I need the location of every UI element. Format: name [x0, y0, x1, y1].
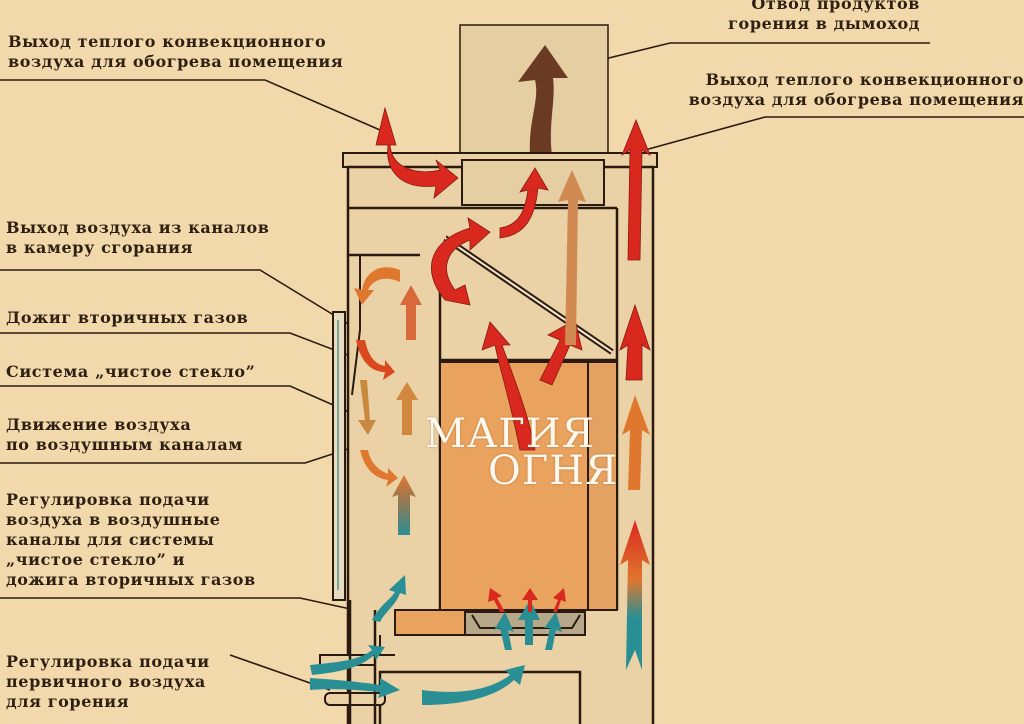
leader-flue: [559, 42, 930, 71]
ash-pan: [378, 670, 582, 724]
label-line: Регулировка подачи: [6, 490, 210, 509]
right-channel-arrow: [620, 520, 650, 670]
secondary-burn-arrow: [430, 217, 491, 306]
watermark-line: МАГИЯ: [425, 411, 595, 457]
label-line: Выход теплого конвекционного: [705, 70, 1024, 89]
combustion-arrow-1: [481, 321, 536, 451]
label-line: дожига вторичных газов: [6, 570, 256, 589]
label-clean-glass: Система „чистое стекло”: [6, 362, 255, 382]
rising-gas-arrow: [558, 170, 586, 345]
leader-channel-outlet: [0, 269, 351, 326]
leader-lines: [0, 42, 1024, 691]
label-line: в камеру сгорания: [6, 238, 194, 257]
label-warm-air-left: Выход теплого конвекционного воздуха для…: [8, 32, 343, 72]
smoke-arrow: [518, 45, 568, 155]
cold-air-arrows: [310, 575, 562, 705]
label-line: Система „чистое стекло”: [6, 362, 256, 381]
label-channel-outlet: Выход воздуха из каналов в камеру сгоран…: [6, 218, 270, 258]
leader-warm-air-right: [644, 116, 1024, 151]
label-line: Выход теплого конвекционного: [8, 32, 327, 51]
label-line: воздуха для обогрева помещения: [8, 52, 344, 71]
label-line: воздуха для обогрева помещения: [688, 90, 1024, 109]
label-secondary-regulation: Регулировка подачи воздуха в воздушные к…: [6, 490, 256, 590]
label-line: воздуха в воздушные: [6, 510, 221, 529]
grate-flame-arrows: [488, 588, 566, 612]
warm-air-out-right-arrow: [621, 118, 651, 261]
label-air-movement: Движение воздуха по воздушным каналам: [6, 415, 243, 455]
label-line: для горения: [6, 692, 130, 711]
label-warm-air-right: Выход теплого конвекционного воздуха для…: [689, 70, 1024, 110]
leader-secondary-reg: [0, 597, 356, 611]
label-line: Регулировка подачи: [6, 652, 210, 671]
label-line: Выход воздуха из каналов: [6, 218, 270, 237]
firebox-side: [587, 361, 618, 611]
label-line: каналы для системы: [6, 530, 215, 549]
channel-arrows: [354, 267, 422, 535]
label-line: по воздушным каналам: [6, 435, 243, 454]
watermark-line: ОГНЯ: [488, 448, 619, 494]
ash-lever: [324, 692, 386, 706]
label-primary-regulation: Регулировка подачи первичного воздуха дл…: [6, 652, 210, 712]
label-line: первичного воздуха: [6, 672, 206, 691]
leader-warm-air-left: [0, 79, 381, 131]
label-afterburn: Дожиг вторичных газов: [6, 308, 248, 328]
warm-air-out-left-arrow: [375, 106, 459, 199]
label-line: „чистое стекло” и: [6, 550, 186, 569]
label-line: Отвод продуктов: [751, 0, 920, 13]
watermark-logo-2: ОГНЯ: [488, 451, 618, 491]
label-flue-exhaust: Отвод продуктов горения в дымоход: [728, 0, 920, 34]
label-line: Дожиг вторичных газов: [6, 308, 249, 327]
label-line: Движение воздуха: [6, 415, 192, 434]
label-line: горения в дымоход: [728, 14, 920, 33]
watermark-logo: МАГИЯ: [425, 414, 595, 454]
